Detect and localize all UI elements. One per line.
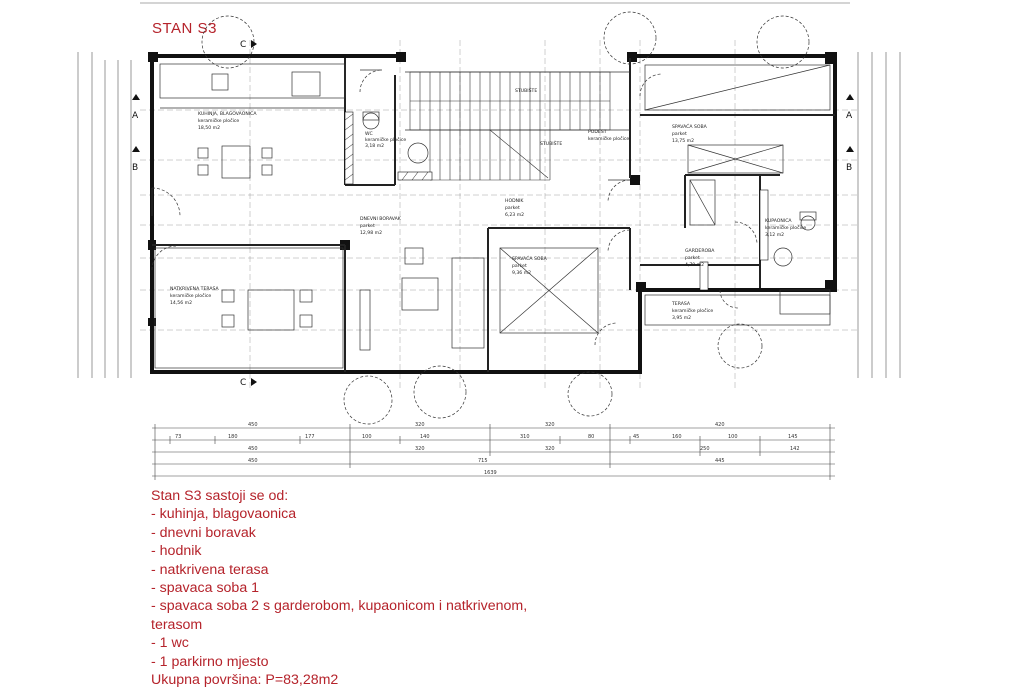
svg-text:keramičke pločice: keramičke pločice (765, 224, 806, 231)
section-c-bottom: C (240, 378, 246, 388)
svg-text:KUHINJA, BLAGOVAONICA: KUHINJA, BLAGOVAONICA (198, 111, 257, 117)
dim-row3-2: 320 (545, 446, 555, 452)
svg-text:6,23 m2: 6,23 m2 (505, 212, 524, 218)
svg-text:SPAVAĆA SOBA: SPAVAĆA SOBA (672, 123, 708, 130)
section-a-right: A (846, 111, 853, 121)
description-item: - hodnik (151, 543, 202, 560)
svg-text:DNEVNI BORAVAK: DNEVNI BORAVAK (360, 216, 402, 222)
svg-text:14,56 m2: 14,56 m2 (170, 300, 192, 306)
description-item: - 1 wc (151, 635, 189, 652)
hatched-walls (344, 111, 769, 291)
svg-text:3,18 m2: 3,18 m2 (365, 143, 384, 149)
door-leaves (151, 69, 630, 216)
description-item: terasom (151, 616, 203, 633)
room-labels: KUHINJA, BLAGOVAONICA keramičke pločice … (170, 87, 806, 321)
dim-row2-0: 73 (175, 434, 181, 440)
dim-row4-0: 450 (248, 458, 258, 464)
dim-row3-0: 450 (248, 446, 258, 452)
furniture (197, 71, 831, 351)
svg-text:3,12 m2: 3,12 m2 (765, 232, 784, 238)
description-item: - 1 parkirno mjesto (151, 653, 269, 670)
dim-row2-1: 180 (228, 434, 238, 440)
bottom-dimension-lines (152, 427, 835, 477)
description-item: - spavaca soba 2 s garderobom, kupaonico… (151, 598, 528, 615)
dim-row2-2: 177 (305, 434, 315, 440)
floor-plan-drawing: KUHINJA, BLAGOVAONICA keramičke pločice … (77, 2, 901, 480)
svg-text:13,75 m2: 13,75 m2 (672, 138, 694, 144)
svg-text:GARDEROBA: GARDEROBA (685, 248, 715, 254)
right-dimension-lines (857, 52, 901, 378)
dim-row2-10: 145 (788, 434, 798, 440)
svg-text:NATKRIVENA TERASA: NATKRIVENA TERASA (170, 286, 220, 292)
section-c-top: C (240, 40, 246, 50)
dimension-ticks (154, 424, 831, 480)
dim-row1-0: 450 (248, 422, 258, 428)
svg-text:keramičke pločice: keramičke pločice (588, 135, 629, 142)
dim-row3-3: 250 (700, 446, 710, 452)
exterior-walls (150, 54, 837, 374)
svg-text:HODNIK: HODNIK (505, 198, 524, 204)
svg-text:PODEST: PODEST (588, 129, 607, 135)
dim-row2-5: 310 (520, 434, 530, 440)
dim-row1-2: 320 (545, 422, 555, 428)
hatch-pattern (344, 113, 429, 181)
apartment-description: Stan S3 sastoji se od: - kuhinja, blagov… (151, 487, 571, 689)
dim-row2-8: 160 (672, 434, 682, 440)
dim-row2-7: 45 (633, 434, 639, 440)
svg-text:TERASA: TERASA (671, 301, 691, 307)
dim-row2-4: 140 (420, 434, 430, 440)
description-item: - natkrivena terasa (151, 561, 269, 578)
section-markers (132, 40, 854, 386)
staircase (409, 71, 611, 181)
structural-columns (148, 52, 837, 326)
svg-text:4,70 m2: 4,70 m2 (685, 262, 704, 268)
svg-text:keramičke pločice: keramičke pločice (198, 117, 239, 124)
svg-text:SPAVAĆA SOBA: SPAVAĆA SOBA (512, 255, 548, 262)
dim-row4-2: 445 (715, 458, 725, 464)
svg-text:STUBIŠTE: STUBIŠTE (515, 87, 537, 94)
svg-text:keramičke pločice: keramičke pločice (170, 292, 211, 299)
dim-row3-4: 142 (790, 446, 800, 452)
svg-text:18,50 m2: 18,50 m2 (198, 125, 220, 131)
dimension-values: 450 320 320 420 73 180 177 100 140 310 8… (175, 422, 800, 476)
svg-text:12,98 m2: 12,98 m2 (360, 230, 382, 236)
section-b-right: B (846, 163, 852, 173)
door-swings (151, 11, 810, 425)
svg-text:3,95 m2: 3,95 m2 (672, 315, 691, 321)
dim-row1-1: 320 (415, 422, 425, 428)
dim-row2-3: 100 (362, 434, 372, 440)
svg-text:keramičke pločice: keramičke pločice (672, 307, 713, 314)
svg-text:STUBIŠTE: STUBIŠTE (540, 140, 562, 147)
svg-text:keramičke pločice: keramičke pločice (365, 136, 406, 143)
svg-text:parket: parket (512, 263, 527, 269)
dim-row2-6: 80 (588, 434, 594, 440)
section-b-left: B (132, 163, 138, 173)
svg-text:parket: parket (360, 223, 375, 229)
dim-row1-3: 420 (715, 422, 725, 428)
description-item: - dnevni boravak (151, 524, 256, 541)
svg-text:WC: WC (365, 131, 373, 137)
svg-text:KUPAONICA: KUPAONICA (765, 218, 792, 224)
description-heading: Stan S3 sastoji se od: (151, 488, 289, 504)
plan-title: STAN S3 (152, 20, 217, 37)
description-item: - spavaca soba 1 (151, 580, 260, 597)
svg-text:parket: parket (685, 255, 700, 261)
description-item: - kuhinja, blagovaonica (151, 506, 297, 523)
dim-row4-1: 715 (478, 458, 488, 464)
total-area: Ukupna površina: P=83,28m2 (151, 672, 339, 689)
dim-row2-9: 100 (728, 434, 738, 440)
dim-total: 1639 (484, 470, 497, 476)
svg-text:parket: parket (505, 205, 520, 211)
thin-lines (154, 63, 831, 369)
svg-text:9,36 m2: 9,36 m2 (512, 270, 531, 276)
section-a-left: A (132, 111, 139, 121)
svg-text:parket: parket (672, 131, 687, 137)
dim-row3-1: 320 (415, 446, 425, 452)
left-dimension-lines (77, 52, 132, 378)
